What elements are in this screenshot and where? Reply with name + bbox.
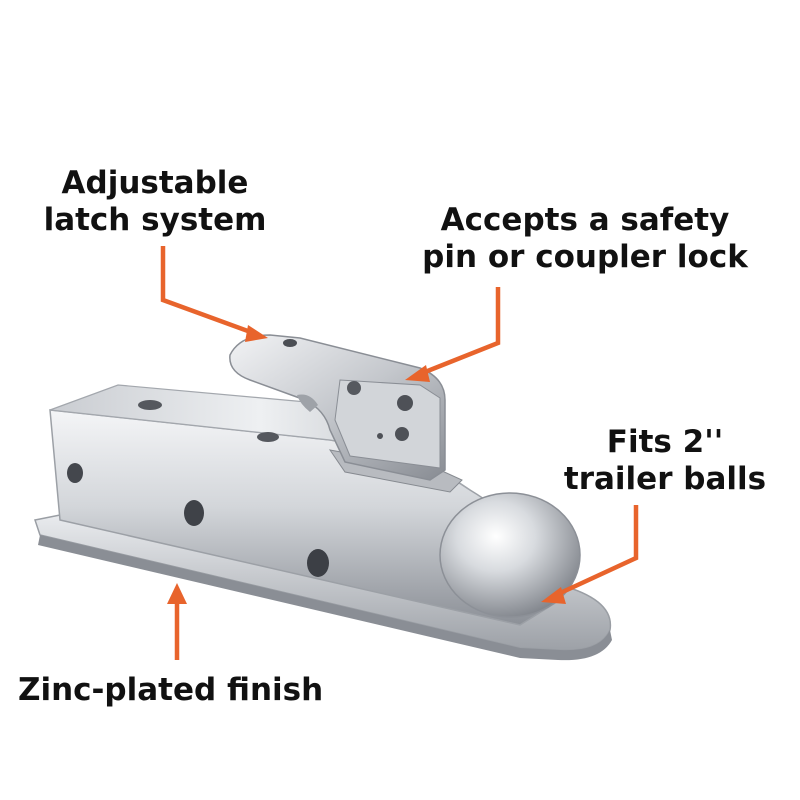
- callout-latch-line1: Adjustable: [61, 165, 249, 201]
- callout-arrow-latch: [160, 246, 257, 337]
- side-hole-3: [307, 549, 329, 577]
- callout-label-balls: Fits 2'' trailer balls: [560, 424, 770, 498]
- callout-finish-text: Zinc-plated finish: [18, 672, 324, 708]
- callout-latch-line2: latch system: [43, 202, 267, 238]
- ball-socket-dome: [439, 492, 581, 618]
- callout-safety-line1: Accepts a safety: [440, 202, 730, 238]
- lock-pin-hole-3: [395, 427, 409, 441]
- side-hole-1: [67, 463, 83, 483]
- lock-pin-hole-2: [397, 395, 413, 411]
- callout-balls-line2: trailer balls: [563, 461, 767, 497]
- side-hole-2: [184, 500, 204, 526]
- callout-safety-line2: pin or coupler lock: [422, 239, 748, 275]
- callout-arrow-balls: [555, 505, 639, 598]
- callout-arrow-safety: [419, 287, 501, 377]
- callout-label-finish: Zinc-plated finish: [18, 672, 338, 709]
- lock-pin-hole-1: [347, 381, 361, 395]
- callout-balls-line1: Fits 2'': [606, 424, 724, 460]
- callout-label-latch: Adjustable latch system: [40, 165, 270, 239]
- callout-label-safety: Accepts a safety pin or coupler lock: [420, 202, 750, 276]
